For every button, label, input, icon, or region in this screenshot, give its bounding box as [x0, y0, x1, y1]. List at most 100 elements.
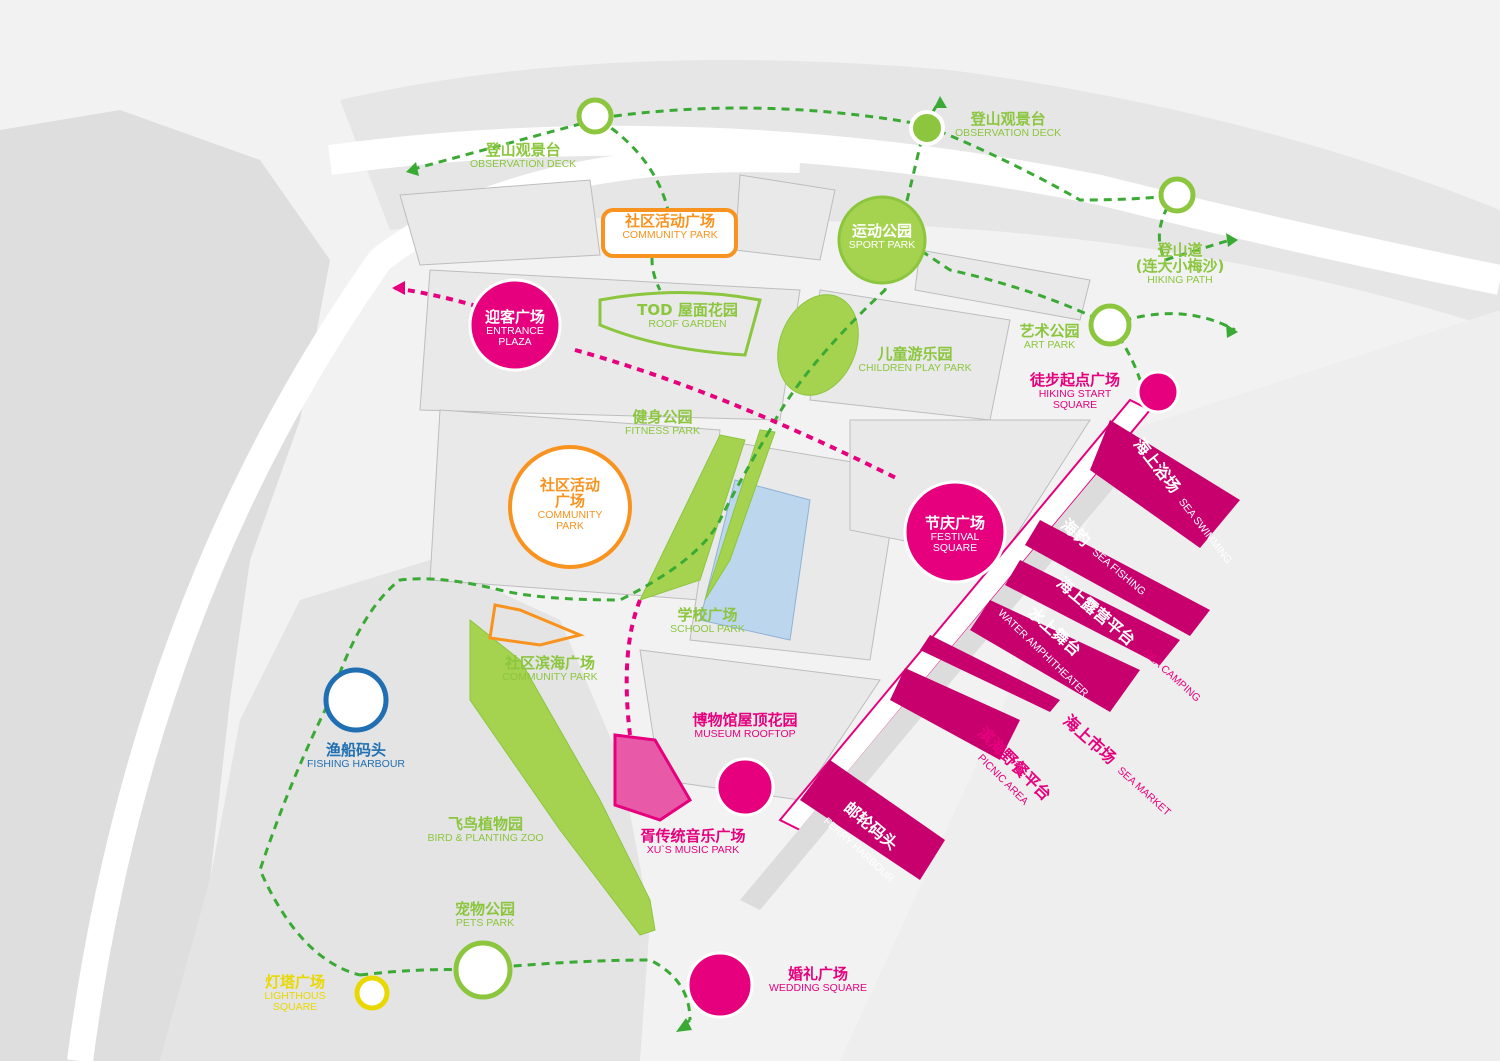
- label-roof-garden[interactable]: TOD 屋面花园 ROOF GARDEN: [620, 301, 755, 330]
- community-park-top-box: [601, 208, 738, 258]
- arrow-entrance: [392, 281, 405, 295]
- wedding-square-node: [686, 951, 754, 1019]
- fitness-park-strip: [639, 434, 746, 601]
- festival-square-node: [903, 480, 1007, 584]
- mountain-area: [0, 110, 330, 1061]
- label-obs-deck-right[interactable]: 登山观景台 OBSERVATION DECK: [955, 110, 1062, 139]
- label-community-park-sea[interactable]: 社区滨海广场 COMMUNITY PARK: [490, 654, 610, 683]
- node-circles: [323, 97, 1196, 1019]
- label-museum-rooftop[interactable]: 博物馆屋顶花园 MUSEUM ROOFTOP: [680, 711, 810, 740]
- label-obs-deck-right-zh: 登山观景台: [970, 110, 1046, 128]
- label-community-park-mid-en: COMMUNITY: [537, 508, 603, 521]
- label-hiking-start-en: HIKING START: [1038, 387, 1112, 400]
- coastal-highway: [327, 125, 1500, 295]
- label-roof-garden-zh: TOD 屋面花园: [637, 301, 738, 319]
- obs-deck-right-node: [909, 110, 945, 146]
- label-children-play-park[interactable]: 儿童游乐园 CHILDREN PLAY PARK: [850, 346, 980, 374]
- label-hiking-path-en: HIKING PATH: [1147, 273, 1213, 286]
- label-wedding-square[interactable]: 婚礼广场 WEDDING SQUARE: [762, 965, 874, 994]
- label-school-park-en: SCHOOL PARK: [670, 622, 745, 635]
- label-music-park-zh: 胥传统音乐广场: [640, 827, 746, 845]
- art-park-node: [1088, 303, 1132, 347]
- fishing-harbour-node: [323, 667, 389, 733]
- label-museum-rooftop-en: MUSEUM ROOFTOP: [694, 727, 796, 740]
- label-community-park-mid[interactable]: 社区活动 广场 COMMUNITY PARK: [525, 477, 615, 532]
- sport-park-node: [837, 195, 927, 285]
- label-museum-rooftop-zh: 博物馆屋顶花园: [692, 711, 798, 729]
- label-pets-park-zh: 宠物公园: [454, 900, 515, 918]
- label-fishing-harbour-en: FISHING HARBOUR: [306, 757, 405, 770]
- label-music-park-en: XU`S MUSIC PARK: [646, 843, 740, 856]
- label-wedding-square-zh: 婚礼广场: [787, 965, 848, 983]
- label-community-park-top-zh: 社区活动广场: [624, 212, 715, 230]
- bird-zoo-strip: [469, 618, 656, 936]
- label-bird-zoo[interactable]: 飞鸟植物园 BIRD & PLANTING ZOO: [413, 815, 558, 844]
- label-school-park-zh: 学校广场: [677, 606, 738, 624]
- community-park-mid-node: [508, 445, 632, 569]
- label-pets-park-en: PETS PARK: [455, 916, 515, 929]
- label-fitness-park-en: FITNESS PARK: [624, 424, 701, 437]
- label-art-park-en: ART PARK: [1023, 338, 1076, 351]
- green-routes: [258, 99, 1236, 1030]
- label-community-park-top-en: COMMUNITY PARK: [622, 228, 718, 241]
- hiking-start-node: [1136, 370, 1180, 414]
- label-lighthouse-zh: 灯塔广场: [264, 973, 325, 991]
- label-festival-square-zh: 节庆广场: [924, 514, 985, 532]
- label-art-park[interactable]: 艺术公园 ART PARK: [1012, 322, 1087, 351]
- label-hiking-path[interactable]: 登山道 (连大小梅沙) HIKING PATH: [1125, 241, 1235, 286]
- entrance-plaza-node: [468, 278, 562, 372]
- label-bird-zoo-en: BIRD & PLANTING ZOO: [427, 831, 544, 844]
- label-entrance-plaza[interactable]: 迎客广场 ENTRANCE PLAZA: [475, 308, 555, 348]
- label-music-park[interactable]: 胥传统音乐广场 XU`S MUSIC PARK: [628, 827, 758, 856]
- label-community-park-top[interactable]: 社区活动广场 COMMUNITY PARK: [608, 212, 732, 241]
- roof-garden-outline: [598, 291, 762, 357]
- obs-deck-left-node: [576, 97, 614, 135]
- arrow-obs-left: [406, 162, 419, 176]
- label-fishing-harbour-zh: 渔船码头: [325, 741, 386, 759]
- sport-park-shape: [777, 294, 859, 396]
- pier-structures: [740, 398, 1240, 910]
- label-fitness-park[interactable]: 健身公园 FITNESS PARK: [615, 409, 710, 437]
- highway-curve: [67, 146, 801, 1061]
- label-sport-park-zh: 运动公园: [851, 222, 912, 240]
- community-sea-park-outline: [488, 603, 585, 647]
- label-lighthouse-en2: SQUARE: [272, 1000, 318, 1013]
- music-park-node: [715, 757, 775, 817]
- label-community-park-sea-en: COMMUNITY PARK: [502, 670, 598, 683]
- label-lighthouse-en: LIGHTHOUS: [264, 989, 326, 1002]
- label-obs-deck-left[interactable]: 登山观景台 OBSERVATION DECK: [470, 141, 577, 170]
- label-hiking-path-zh: 登山道: [1157, 241, 1203, 259]
- label-hiking-path-zh2: (连大小梅沙): [1135, 256, 1225, 275]
- label-festival-square[interactable]: 节庆广场 FESTIVAL SQUARE: [915, 514, 995, 554]
- label-pets-park[interactable]: 宠物公园 PETS PARK: [445, 900, 525, 929]
- label-school-park[interactable]: 学校广场 SCHOOL PARK: [660, 606, 755, 635]
- hiking-path-node: [1158, 176, 1196, 214]
- label-community-park-mid-en2: PARK: [556, 519, 584, 532]
- arrow-hiking-2: [1226, 324, 1238, 338]
- label-community-park-sea-zh: 社区滨海广场: [504, 654, 595, 672]
- label-sport-park-en: SPORT PARK: [848, 238, 916, 251]
- label-art-park-zh: 艺术公园: [1019, 322, 1080, 340]
- label-obs-deck-left-en: OBSERVATION DECK: [470, 157, 577, 170]
- label-bird-zoo-zh: 飞鸟植物园: [447, 815, 523, 833]
- school-building: [699, 479, 811, 641]
- museum-rooftop-shape: [613, 733, 693, 822]
- sea-water: [840, 310, 1500, 1061]
- label-community-park-mid-zh2: 广场: [554, 491, 585, 510]
- label-sport-park[interactable]: 运动公园 SPORT PARK: [842, 222, 922, 251]
- label-hiking-start[interactable]: 徒步起点广场 HIKING START SQUARE: [1010, 372, 1140, 411]
- label-children-play-park-en: CHILDREN PLAY PARK: [858, 361, 972, 374]
- label-festival-square-en2: SQUARE: [932, 541, 978, 554]
- label-obs-deck-right-en: OBSERVATION DECK: [955, 126, 1062, 139]
- label-lighthouse[interactable]: 灯塔广场 LIGHTHOUS SQUARE: [255, 973, 335, 1013]
- label-entrance-plaza-en2: PLAZA: [498, 335, 532, 348]
- label-hiking-start-en2: SQUARE: [1052, 398, 1098, 411]
- pets-park-node: [453, 940, 513, 1000]
- label-fishing-harbour[interactable]: 渔船码头 FISHING HARBOUR: [296, 741, 416, 770]
- label-obs-deck-left-zh: 登山观景台: [485, 141, 561, 159]
- label-entrance-plaza-zh: 迎客广场: [484, 308, 545, 326]
- label-wedding-square-en: WEDDING SQUARE: [768, 981, 867, 994]
- arrow-wedding-south: [676, 1018, 692, 1032]
- label-entrance-plaza-en: ENTRANCE: [486, 324, 544, 337]
